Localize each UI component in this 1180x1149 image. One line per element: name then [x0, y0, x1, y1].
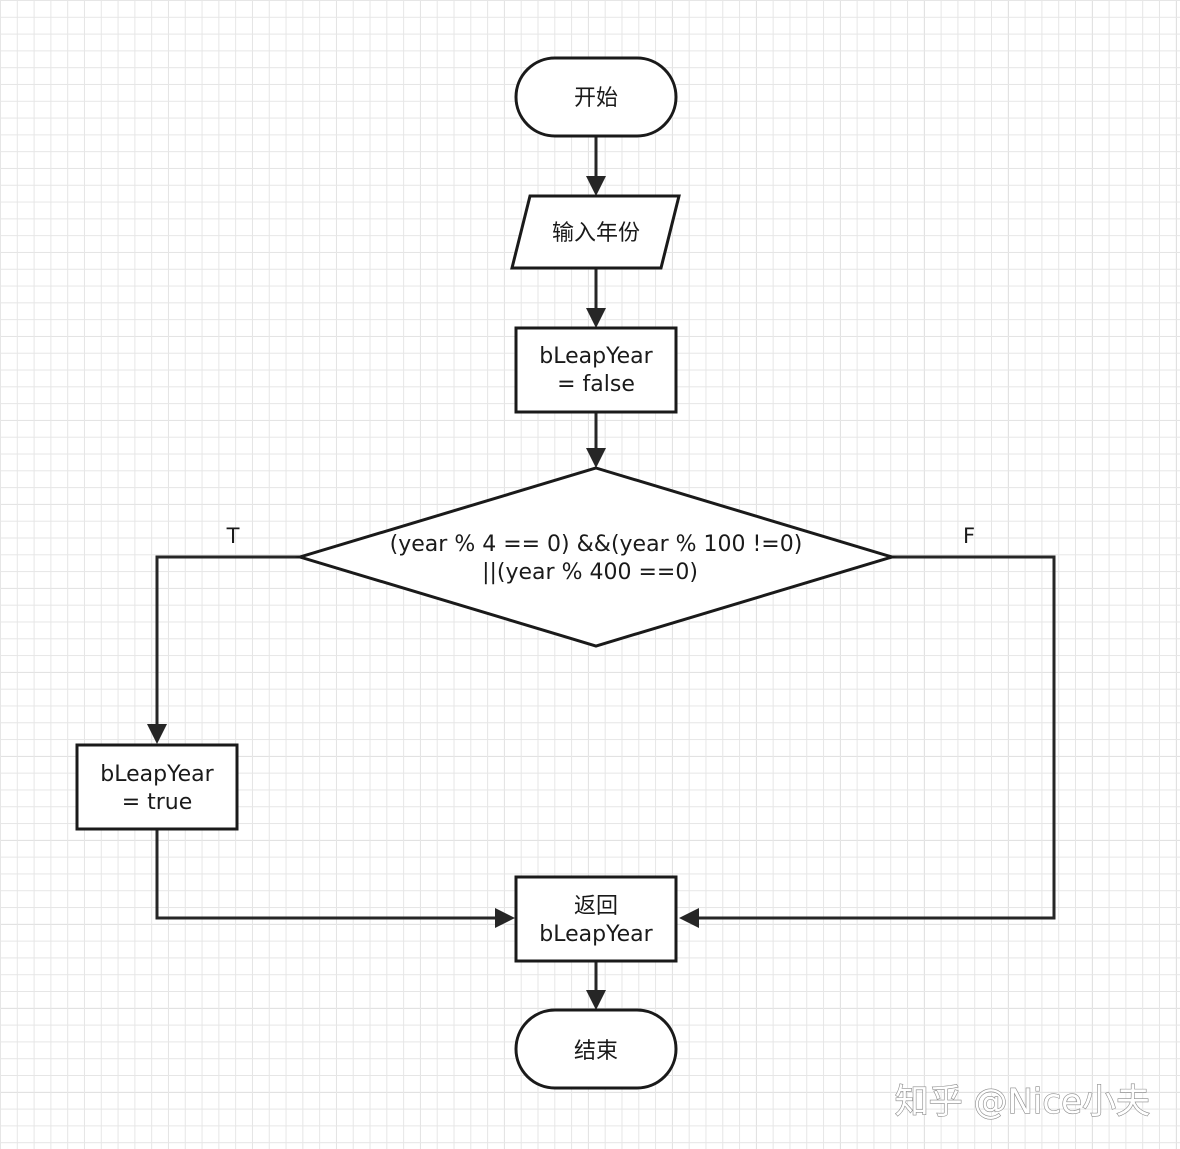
edges	[147, 136, 1056, 1010]
end-label: 结束	[574, 1039, 618, 1064]
input-label: 输入年份	[552, 221, 640, 246]
edge-label-true: T	[226, 524, 240, 548]
start-label: 开始	[574, 86, 618, 111]
watermark: 知乎 @Nice小夫	[895, 1082, 1150, 1122]
edge-decision-to-return-false	[697, 555, 1056, 920]
edge-label-false: F	[963, 524, 975, 548]
arrowhead-return-to-end	[586, 990, 606, 1010]
end-node: 结束	[514, 1008, 678, 1090]
input-node: 输入年份	[510, 194, 681, 270]
return-label-line1: 返回	[574, 894, 618, 919]
decision-label-line2: ||(year % 400 ==0)	[482, 560, 698, 585]
init-process-node: bLeapYear = false	[514, 326, 678, 414]
return-process-node: 返回 bLeapYear	[514, 875, 678, 963]
decision-label-line1: (year % 4 == 0) &&(year % 100 !=0)	[390, 532, 803, 557]
set-true-label-line1: bLeapYear	[100, 762, 214, 787]
decision-node: (year % 4 == 0) &&(year % 100 !=0) ||(ye…	[294, 466, 898, 648]
arrowhead-start-to-input	[586, 176, 606, 196]
set-true-label-line2: = true	[122, 790, 193, 815]
init-label-line2: = false	[557, 372, 635, 397]
set-true-process-node: bLeapYear = true	[75, 743, 239, 831]
arrowhead-false-to-return	[679, 908, 699, 928]
init-label-line1: bLeapYear	[539, 344, 653, 369]
arrowhead-decision-to-true	[147, 724, 167, 744]
start-node: 开始	[514, 56, 678, 138]
arrowhead-input-to-init	[586, 308, 606, 328]
return-label-line2: bLeapYear	[539, 922, 653, 947]
arrowhead-init-to-decision	[586, 448, 606, 468]
edge-true-to-return	[155, 829, 497, 920]
edge-decision-to-true	[155, 555, 300, 726]
arrowhead-true-to-return	[495, 908, 515, 928]
